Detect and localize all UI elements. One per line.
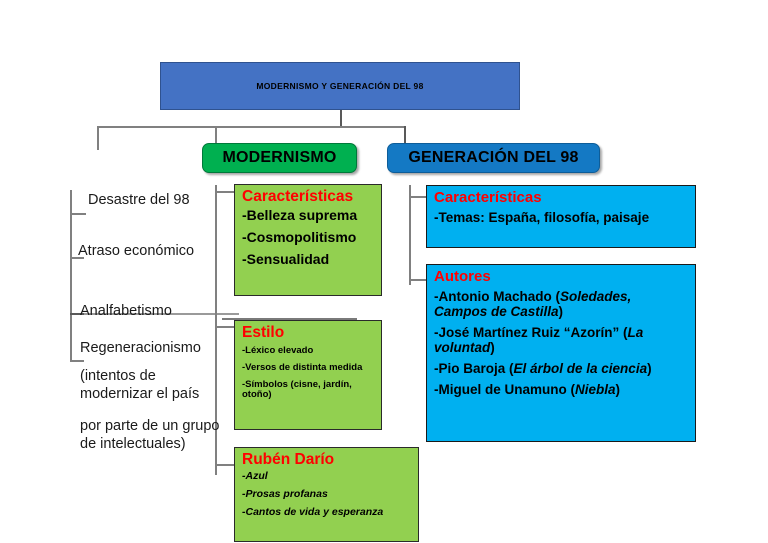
note-desastre-del-98: Desastre del 98 [88,192,190,208]
note-grupo-intelectuales: por parte de un grupo de intelectuales) [80,418,220,452]
box-caracteristicas-modernismo-item-1: -Belleza suprema [242,207,358,224]
note-regeneracionismo: Regeneracionismo [80,340,201,356]
connector-generacion-spine [409,185,411,285]
box-caracteristicas-modernismo-heading: Características [242,188,354,205]
connector-generacion-tick-2 [409,279,427,281]
connector-generacion-drop [404,126,406,148]
box-estilo-item-2: -Versos de distinta medida [242,361,363,373]
connector-modernismo-tick-3 [215,464,235,466]
box-estilo: Estilo -Léxico elevado -Versos de distin… [234,320,382,430]
note-atraso-economico: Atraso económico [78,243,195,259]
note-intentos-modernizar: (intentos de modernizar el país [80,368,200,402]
box-autores-heading: Autores [434,268,491,285]
box-estilo-heading: Estilo [242,324,285,341]
connector-left-drop [97,126,99,150]
connector-main-bus [97,126,405,128]
box-ruben-dario-heading: Rubén Darío [242,451,335,468]
connector-estilo-toprule [222,318,357,320]
connector-note-tick-2 [70,257,84,259]
box-autores-item-2: -José Martínez Ruiz “Azorín” (La volunta… [434,324,644,356]
connector-notes-spine [70,190,72,362]
box-caracteristicas-generacion-heading: Características [434,189,542,206]
box-estilo-item-1: -Léxico elevado [242,345,314,357]
box-autores-item-4: -Miguel de Unamuno (Niebla) [434,382,621,398]
box-caracteristicas-modernismo: Características -Belleza suprema -Cosmop… [234,184,382,296]
box-autores-item-1: -Antonio Machado (Soledades, Campos de C… [434,288,632,319]
connector-note-tick-3 [70,313,88,315]
connector-modernismo-spine [215,185,217,475]
box-ruben-dario: Rubén Darío -Azul -Prosas profanas -Cant… [234,447,419,542]
box-estilo-item-3: -Símbolos (cisne, jardín, otoño) [242,378,352,401]
box-ruben-dario-item-3: -Cantos de vida y esperanza [242,505,384,518]
branch-modernismo-label: MODERNISMO [222,149,337,166]
box-caracteristicas-modernismo-item-2: -Cosmopolitismo [242,228,357,245]
note-analfabetismo: Analfabetismo [80,303,172,319]
branch-generacion-label: GENERACIÓN DEL 98 [408,149,579,166]
box-caracteristicas-generacion-item-1: -Temas: España, filosofía, paisaje [434,209,650,225]
box-autores-item-3: -Pio Baroja (El árbol de la ciencia) [434,361,652,377]
box-autores: Autores -Antonio Machado (Soledades, Cam… [426,264,696,442]
connector-analfabetismo-rule [84,313,239,315]
connector-modernismo-drop [215,126,217,148]
box-caracteristicas-modernismo-item-3: -Sensualidad [242,250,330,267]
box-ruben-dario-item-1: -Azul [242,470,268,483]
connector-modernismo-tick-2 [215,326,235,328]
connector-note-tick-1 [70,213,86,215]
branch-modernismo[interactable]: MODERNISMO [202,143,357,173]
diagram-title-box: MODERNISMO Y GENERACIÓN DEL 98 [160,62,520,110]
connector-modernismo-tick-1 [215,191,235,193]
connector-title-stem [340,110,342,127]
box-ruben-dario-item-2: -Prosas profanas [242,488,328,501]
box-caracteristicas-generacion: Características -Temas: España, filosofí… [426,185,696,248]
connector-generacion-tick-1 [409,196,427,198]
connector-note-tick-4 [70,360,84,362]
branch-generacion-del-98[interactable]: GENERACIÓN DEL 98 [387,143,600,173]
diagram-title-text: MODERNISMO Y GENERACIÓN DEL 98 [256,81,424,91]
